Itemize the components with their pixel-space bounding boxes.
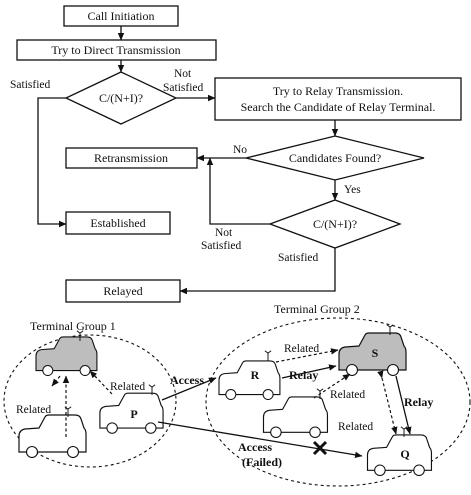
satisfied-1-label: Satisfied	[10, 79, 50, 91]
terminal-r-label: R	[251, 368, 260, 382]
relayed-box	[65, 279, 181, 303]
flowchart: Call Initiation Try to Direct Transmissi…	[10, 5, 462, 303]
relay-link	[395, 375, 412, 435]
candidates-found-label: Candidates Found?	[289, 151, 381, 165]
antenna-icon	[264, 350, 272, 361]
direct-transmission-box	[16, 39, 217, 61]
relay-r-s-label: Relay	[289, 368, 318, 382]
related-q-label: Related	[338, 421, 373, 433]
related-g1-top-label: Related	[110, 381, 145, 393]
relay-s-q-label: Relay	[404, 395, 433, 409]
terminal-q-label: Q	[400, 447, 409, 461]
not-satisfied-1-line1: Not	[174, 68, 192, 80]
failed-x-icon	[312, 440, 328, 456]
related-link	[89, 370, 113, 395]
related-mid-label: Related	[330, 389, 365, 401]
retransmission-box	[65, 147, 198, 169]
relayed-label: Relayed	[103, 284, 142, 298]
terminal-vehicle-r	[218, 360, 281, 400]
decision-cni-2-label: C/(N+I)?	[313, 217, 357, 231]
relay-box-line1: Try to Relay Transmission.	[273, 84, 403, 98]
terminal-vehicle-mid	[262, 396, 329, 438]
access-label: Access	[170, 373, 204, 387]
satisfied-2-label: Satisfied	[278, 252, 318, 264]
access-failed-line1: Access	[238, 440, 272, 454]
related-link	[51, 375, 61, 387]
terminal-p-label: P	[130, 407, 137, 421]
flow-arrow	[179, 248, 336, 295]
access-link	[161, 377, 217, 401]
terminal-network: Terminal Group 1 Terminal Group 2 P Rela…	[3, 302, 471, 487]
relay-box-line2: Search the Candidate of Relay Terminal.	[241, 100, 436, 114]
established-label: Established	[90, 216, 145, 230]
flow-arrow	[37, 97, 67, 228]
not-satisfied-1-line2: Satisfied	[163, 82, 203, 94]
decision-cni-1-label: C/(N+I)?	[99, 91, 143, 105]
direct-transmission-label: Try to Direct Transmission	[51, 43, 180, 57]
decision-cni-1	[64, 71, 178, 125]
related-r-s-label: Related	[284, 343, 319, 355]
terminal-vehicle-shaded-g1	[35, 336, 98, 376]
relay-link	[281, 364, 337, 379]
retransmission-label: Retransmission	[94, 151, 168, 165]
group1-label: Terminal Group 1	[30, 319, 116, 333]
terminal-group-1-boundary	[3, 334, 177, 468]
yes-label: Yes	[344, 184, 361, 196]
established-box	[65, 211, 171, 235]
related-g1-left-label: Related	[16, 404, 51, 416]
terminal-vehicle-g1-left	[18, 414, 87, 458]
call-initiation-label: Call Initiation	[88, 9, 155, 23]
terminal-s-label: S	[372, 346, 379, 360]
related-link	[313, 373, 351, 399]
related-link	[377, 370, 398, 435]
not-satisfied-2-line1: Not	[215, 227, 233, 239]
no-label: No	[233, 144, 247, 156]
access-failed-line2: (Failed)	[242, 455, 282, 469]
group2-label: Terminal Group 2	[274, 302, 360, 316]
relay-transmission-box	[214, 77, 462, 121]
not-satisfied-2-line2: Satisfied	[201, 240, 241, 252]
terminal-group-2-boundary	[205, 317, 471, 487]
flow-arrow	[206, 157, 270, 225]
failed-access-link	[157, 421, 363, 459]
